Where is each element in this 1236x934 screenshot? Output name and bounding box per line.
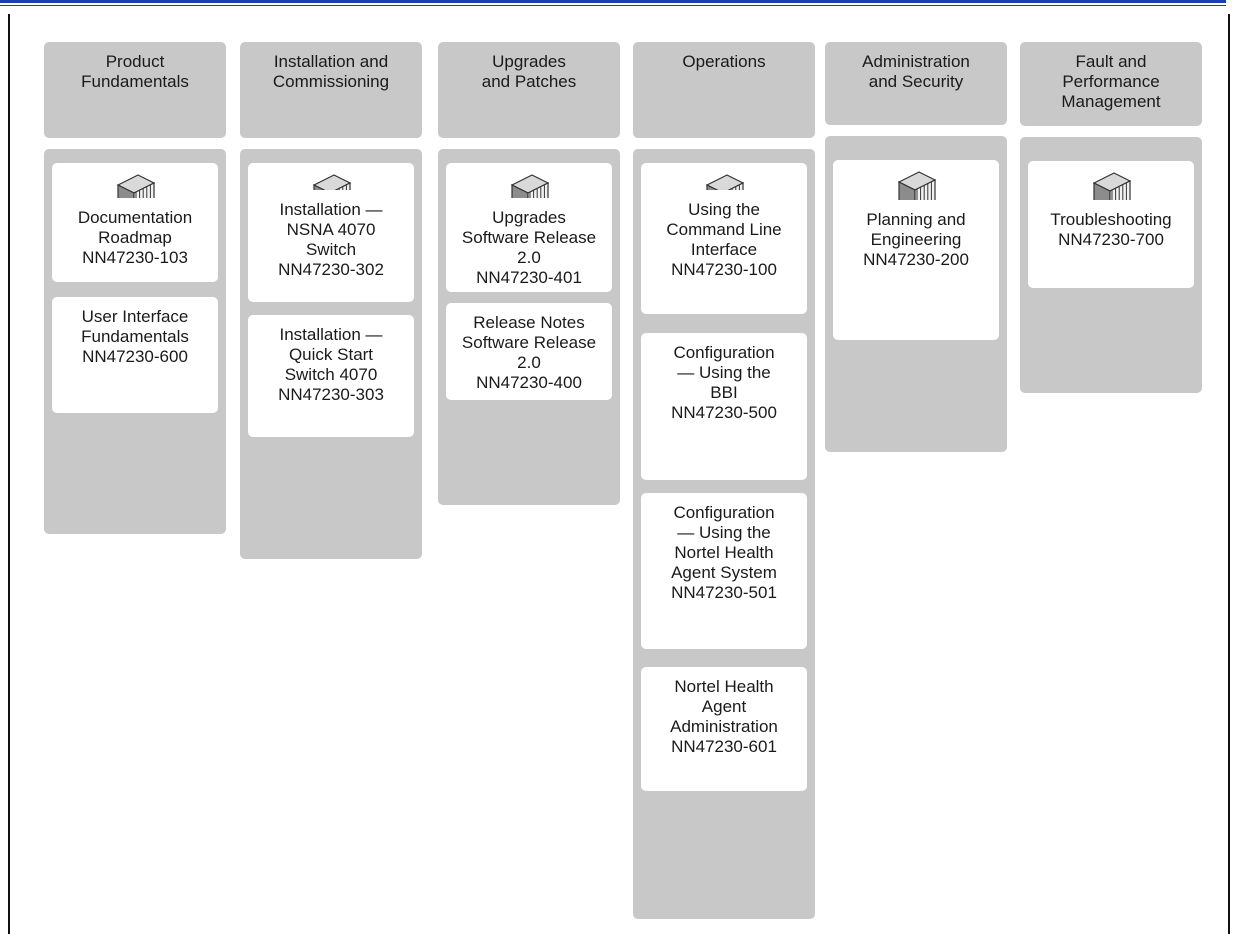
column-header: Administration and Security [825, 42, 1007, 125]
doc-title: Upgrades Software Release 2.0 [461, 208, 597, 267]
doc-title: Configuration — Using the BBI [673, 343, 775, 402]
doc-number: NN47230-501 [671, 583, 777, 602]
column-header: Product Fundamentals [44, 42, 226, 138]
doc-title: Release Notes Software Release 2.0 [461, 313, 597, 372]
doc-number: NN47230-601 [671, 737, 777, 756]
doc-card[interactable]: Configuration — Using the Nortel Health … [641, 493, 807, 649]
doc-number: NN47230-401 [476, 268, 582, 287]
doc-title: Installation — Quick Start Switch 4070 [279, 325, 383, 384]
doc-title: Troubleshooting [1050, 210, 1172, 229]
doc-title: Installation — NSNA 4070 Switch [279, 200, 383, 259]
doc-number: NN47230-500 [671, 403, 777, 422]
doc-number: NN47230-200 [863, 250, 969, 269]
doc-number: NN47230-600 [82, 347, 188, 366]
doc-title: Documentation Roadmap [77, 208, 193, 247]
doc-title: Nortel Health Agent Administration [670, 677, 778, 736]
column-header: Installation and Commissioning [240, 42, 422, 138]
doc-number: NN47230-103 [82, 248, 188, 267]
column-header: Operations [633, 42, 815, 138]
doc-number: NN47230-100 [671, 260, 777, 279]
doc-title: Using the Command Line Interface [666, 200, 782, 259]
top-rule-thin [0, 5, 1226, 6]
doc-number: NN47230-700 [1058, 230, 1164, 249]
doc-title: User Interface Fundamentals [81, 307, 189, 346]
column-header: Upgrades and Patches [438, 42, 620, 138]
doc-number: NN47230-302 [278, 260, 384, 279]
doc-title: Configuration — Using the Nortel Health … [671, 503, 777, 582]
doc-title: Planning and Engineering [866, 210, 966, 249]
doc-number: NN47230-400 [476, 373, 582, 392]
diagram-frame [8, 14, 1230, 934]
top-rule [0, 0, 1226, 3]
column-header: Fault and Performance Management [1020, 42, 1202, 126]
doc-number: NN47230-303 [278, 385, 384, 404]
